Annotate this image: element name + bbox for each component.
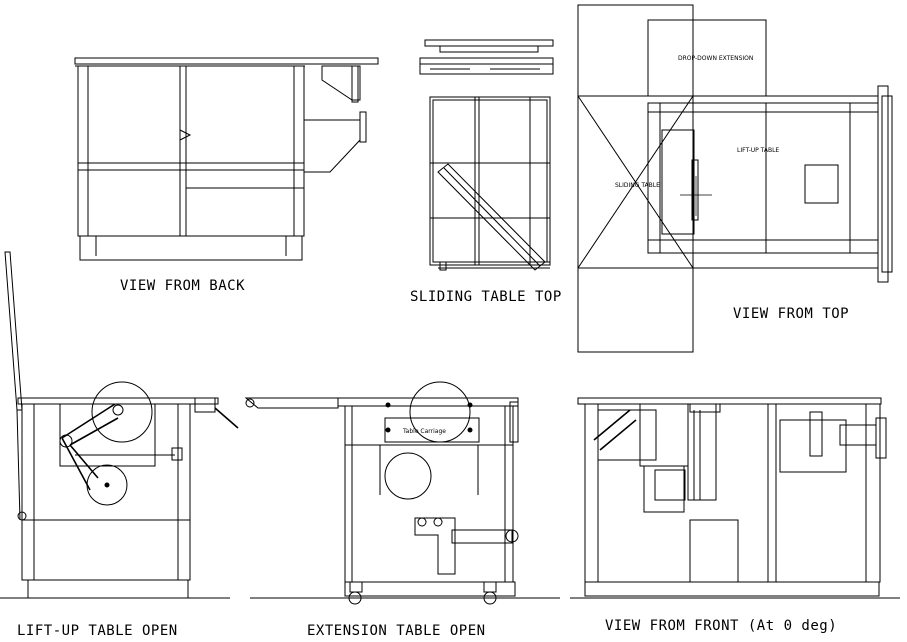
sliding-table-top-drawing: [419, 39, 554, 271]
extension-table-open-caption: EXTENSION TABLE OPEN: [307, 623, 486, 639]
liftup-table-label: LIFT-UP TABLE: [737, 147, 779, 154]
liftup-table-open-drawing: [0, 251, 239, 599]
liftup-table-open-caption: LIFT-UP TABLE OPEN: [17, 623, 178, 639]
dropdown-extension-label: DROP-DOWN EXTENSION: [678, 55, 753, 62]
view-from-back-drawing: [74, 57, 379, 261]
view-from-front-drawing: [570, 397, 900, 599]
view-from-back-caption: VIEW FROM BACK: [120, 278, 245, 294]
view-from-front-caption: VIEW FROM FRONT (At 0 deg): [605, 618, 837, 634]
sliding-table-label: SLIDING TABLE: [615, 182, 660, 189]
table-carriage-label: Table Carriage: [402, 428, 446, 435]
view-from-top-drawing: [577, 4, 893, 353]
sliding-table-top-caption: SLIDING TABLE TOP: [410, 289, 562, 305]
view-from-top-caption: VIEW FROM TOP: [733, 306, 849, 322]
extension-table-open-drawing: [244, 381, 560, 605]
